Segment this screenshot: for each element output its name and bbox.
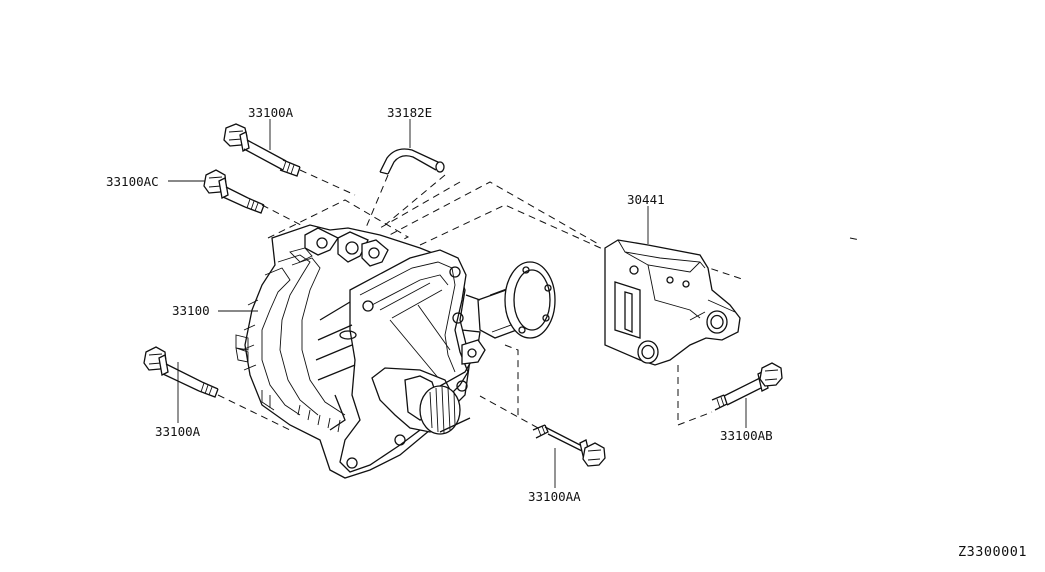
label-33100a-top: 33100A (248, 105, 294, 120)
label-33100ab: 33100AB (720, 428, 773, 443)
bolt-33100aa (532, 424, 606, 467)
bolt-33100a-top (223, 123, 301, 177)
leader-lines (168, 119, 747, 488)
hose-33182e (379, 148, 445, 175)
bolt-33100a-bottom (143, 346, 219, 398)
label-33100aa: 33100AA (528, 489, 581, 504)
label-30441: 30441 (627, 192, 665, 207)
bolt-33100ab (711, 362, 783, 411)
bolt-33100ac (203, 169, 265, 214)
label-33100: 33100 (172, 303, 210, 318)
diagram-id: Z3300001 (958, 544, 1027, 560)
transfer-assembly-33100 (235, 224, 556, 479)
label-33100a-bottom: 33100A (155, 424, 201, 439)
label-33182e: 33182E (387, 105, 432, 120)
bracket-30441 (604, 239, 741, 366)
label-33100ac: 33100AC (106, 174, 159, 189)
